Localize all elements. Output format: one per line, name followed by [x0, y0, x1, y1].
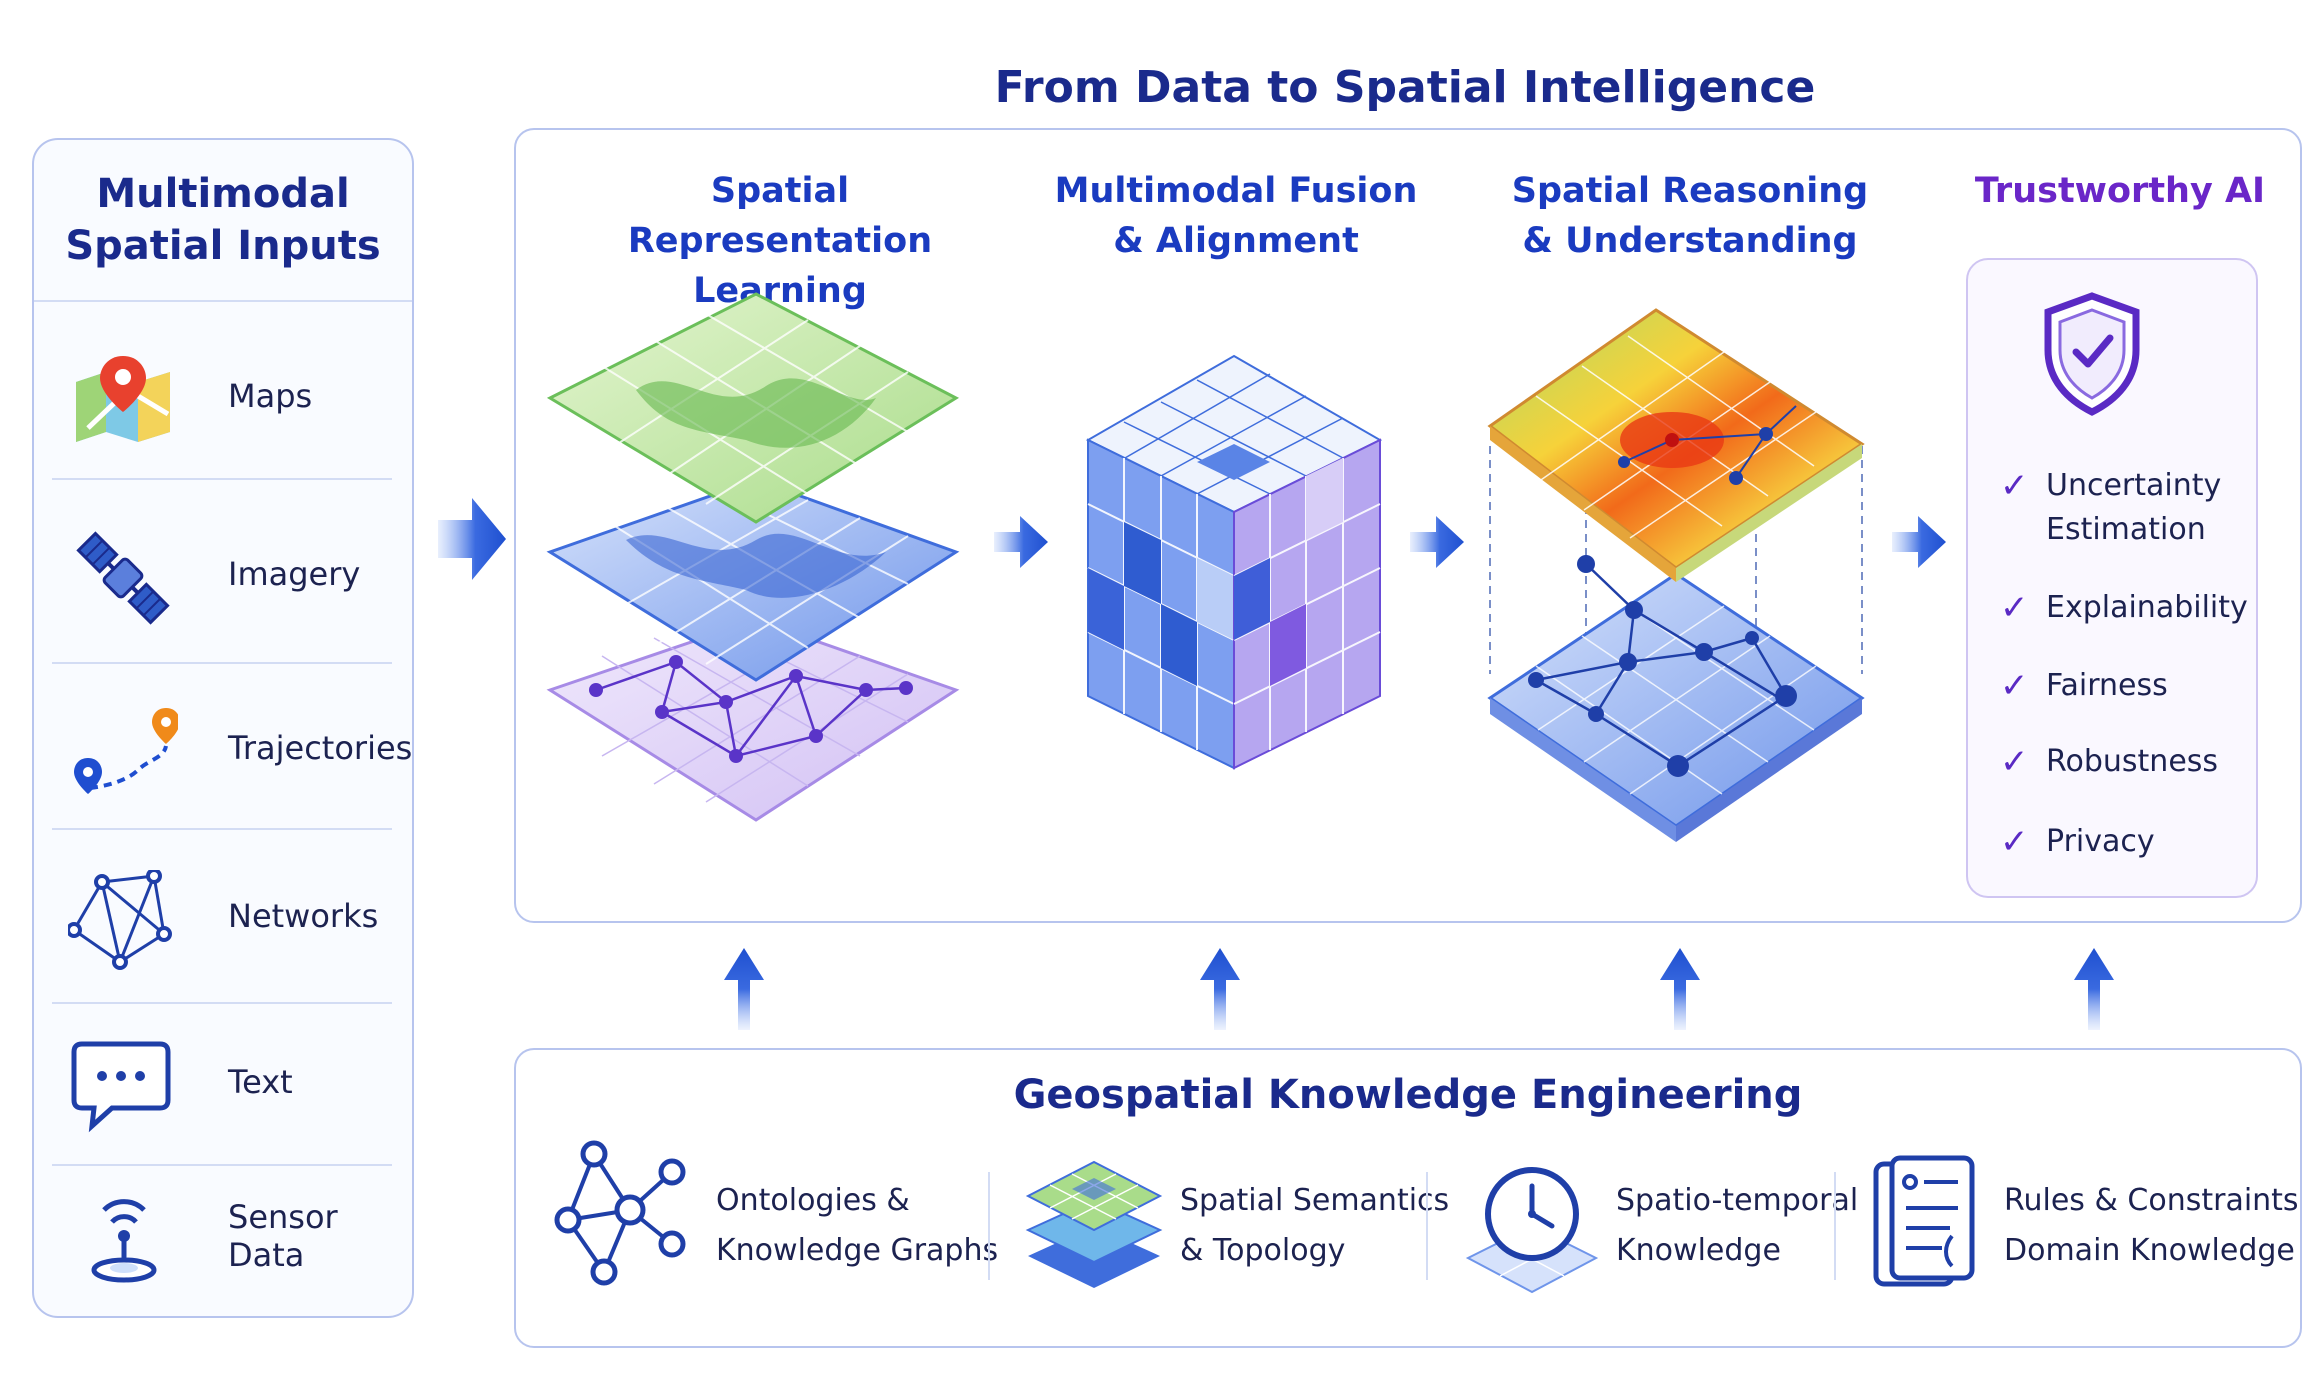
knowledge-item-ontologies: Ontologies & Knowledge Graphs: [716, 1183, 999, 1268]
chat-bubble-icon: [71, 1041, 171, 1133]
knowledge-divider: [1834, 1172, 1836, 1280]
input-divider: [52, 478, 392, 480]
stage-title-reasoning: Spatial Reasoning & Understanding: [1511, 171, 1869, 261]
input-label-sensor-data: Sensor Data: [228, 1198, 338, 1274]
knowledge-item-semantics: Spatial Semantics & Topology: [1180, 1183, 1450, 1268]
check-icon: ✓: [2000, 466, 2029, 506]
arrow-up-icon: [2074, 948, 2114, 1030]
inputs-header-divider: [34, 300, 412, 302]
arrow-right-icon: [1892, 516, 1946, 568]
check-icon: ✓: [2000, 666, 2029, 706]
arrow-up-icon: [1200, 948, 1240, 1030]
inputs-title-line1: Multimodal: [96, 171, 350, 217]
input-divider: [52, 1164, 392, 1166]
input-label-networks: Networks: [228, 897, 379, 935]
inputs-title-line2: Spatial Inputs: [65, 223, 381, 269]
map-pin-icon: [76, 356, 170, 442]
knowledge-graph-icon: [554, 1140, 686, 1286]
inputs-panel-title: Multimodal Spatial Inputs: [34, 168, 412, 272]
input-item-imagery: Imagery: [50, 488, 396, 660]
input-label-text: Text: [228, 1063, 293, 1101]
input-divider: [52, 662, 392, 664]
input-item-sensor-data: Sensor Data: [50, 1150, 396, 1322]
knowledge-divider: [1426, 1172, 1428, 1280]
representation-layers-illustration: [546, 292, 960, 822]
knowledge-divider: [988, 1172, 990, 1280]
arrow-right-icon: [994, 516, 1048, 568]
arrow-up-icon: [1660, 948, 1700, 1030]
satellite-icon: [76, 531, 170, 625]
network-icon: [68, 870, 172, 970]
clock-icon: [1465, 1167, 1599, 1294]
page-title: From Data to Spatial Intelligence: [994, 62, 1816, 113]
knowledge-panel: [514, 1048, 2302, 1348]
trajectory-icon: [74, 708, 178, 794]
check-icon: ✓: [2000, 588, 2029, 628]
input-label-maps: Maps: [228, 377, 313, 415]
input-item-text: Text: [50, 996, 396, 1168]
stage-title-representation: Spatial Representation Learning: [627, 171, 933, 311]
knowledge-item-rules: Rules & Constraints Domain Knowledge: [2004, 1183, 2299, 1268]
shield-check-icon: [2044, 292, 2140, 416]
input-item-trajectories: Trajectories: [50, 662, 412, 834]
fusion-cube-illustration: [1085, 354, 1383, 770]
input-label-trajectories: Trajectories: [228, 729, 413, 767]
stage-title-trustworthy-ai: Trustworthy AI: [1974, 171, 2266, 211]
arrow-right-icon: [438, 498, 506, 580]
input-divider: [52, 1002, 392, 1004]
input-label-imagery: Imagery: [228, 555, 361, 593]
check-icon: ✓: [2000, 742, 2029, 782]
input-divider: [52, 828, 392, 830]
reasoning-illustration: [1487, 308, 1865, 842]
document-icon: [1873, 1155, 1975, 1287]
layers-icon: [1025, 1160, 1163, 1288]
arrow-right-icon: [1410, 516, 1464, 568]
arrow-up-icon: [724, 948, 764, 1030]
check-icon: ✓: [2000, 822, 2029, 862]
knowledge-item-spatiotemporal: Spatio-temporal Knowledge: [1616, 1183, 1859, 1268]
input-item-networks: Networks: [50, 830, 396, 1002]
input-item-maps: Maps: [50, 310, 396, 482]
stage-title-fusion: Multimodal Fusion & Alignment: [1054, 171, 1418, 261]
sensor-icon: [91, 1199, 157, 1283]
knowledge-panel-title: Geospatial Knowledge Engineering: [1013, 1072, 1803, 1118]
